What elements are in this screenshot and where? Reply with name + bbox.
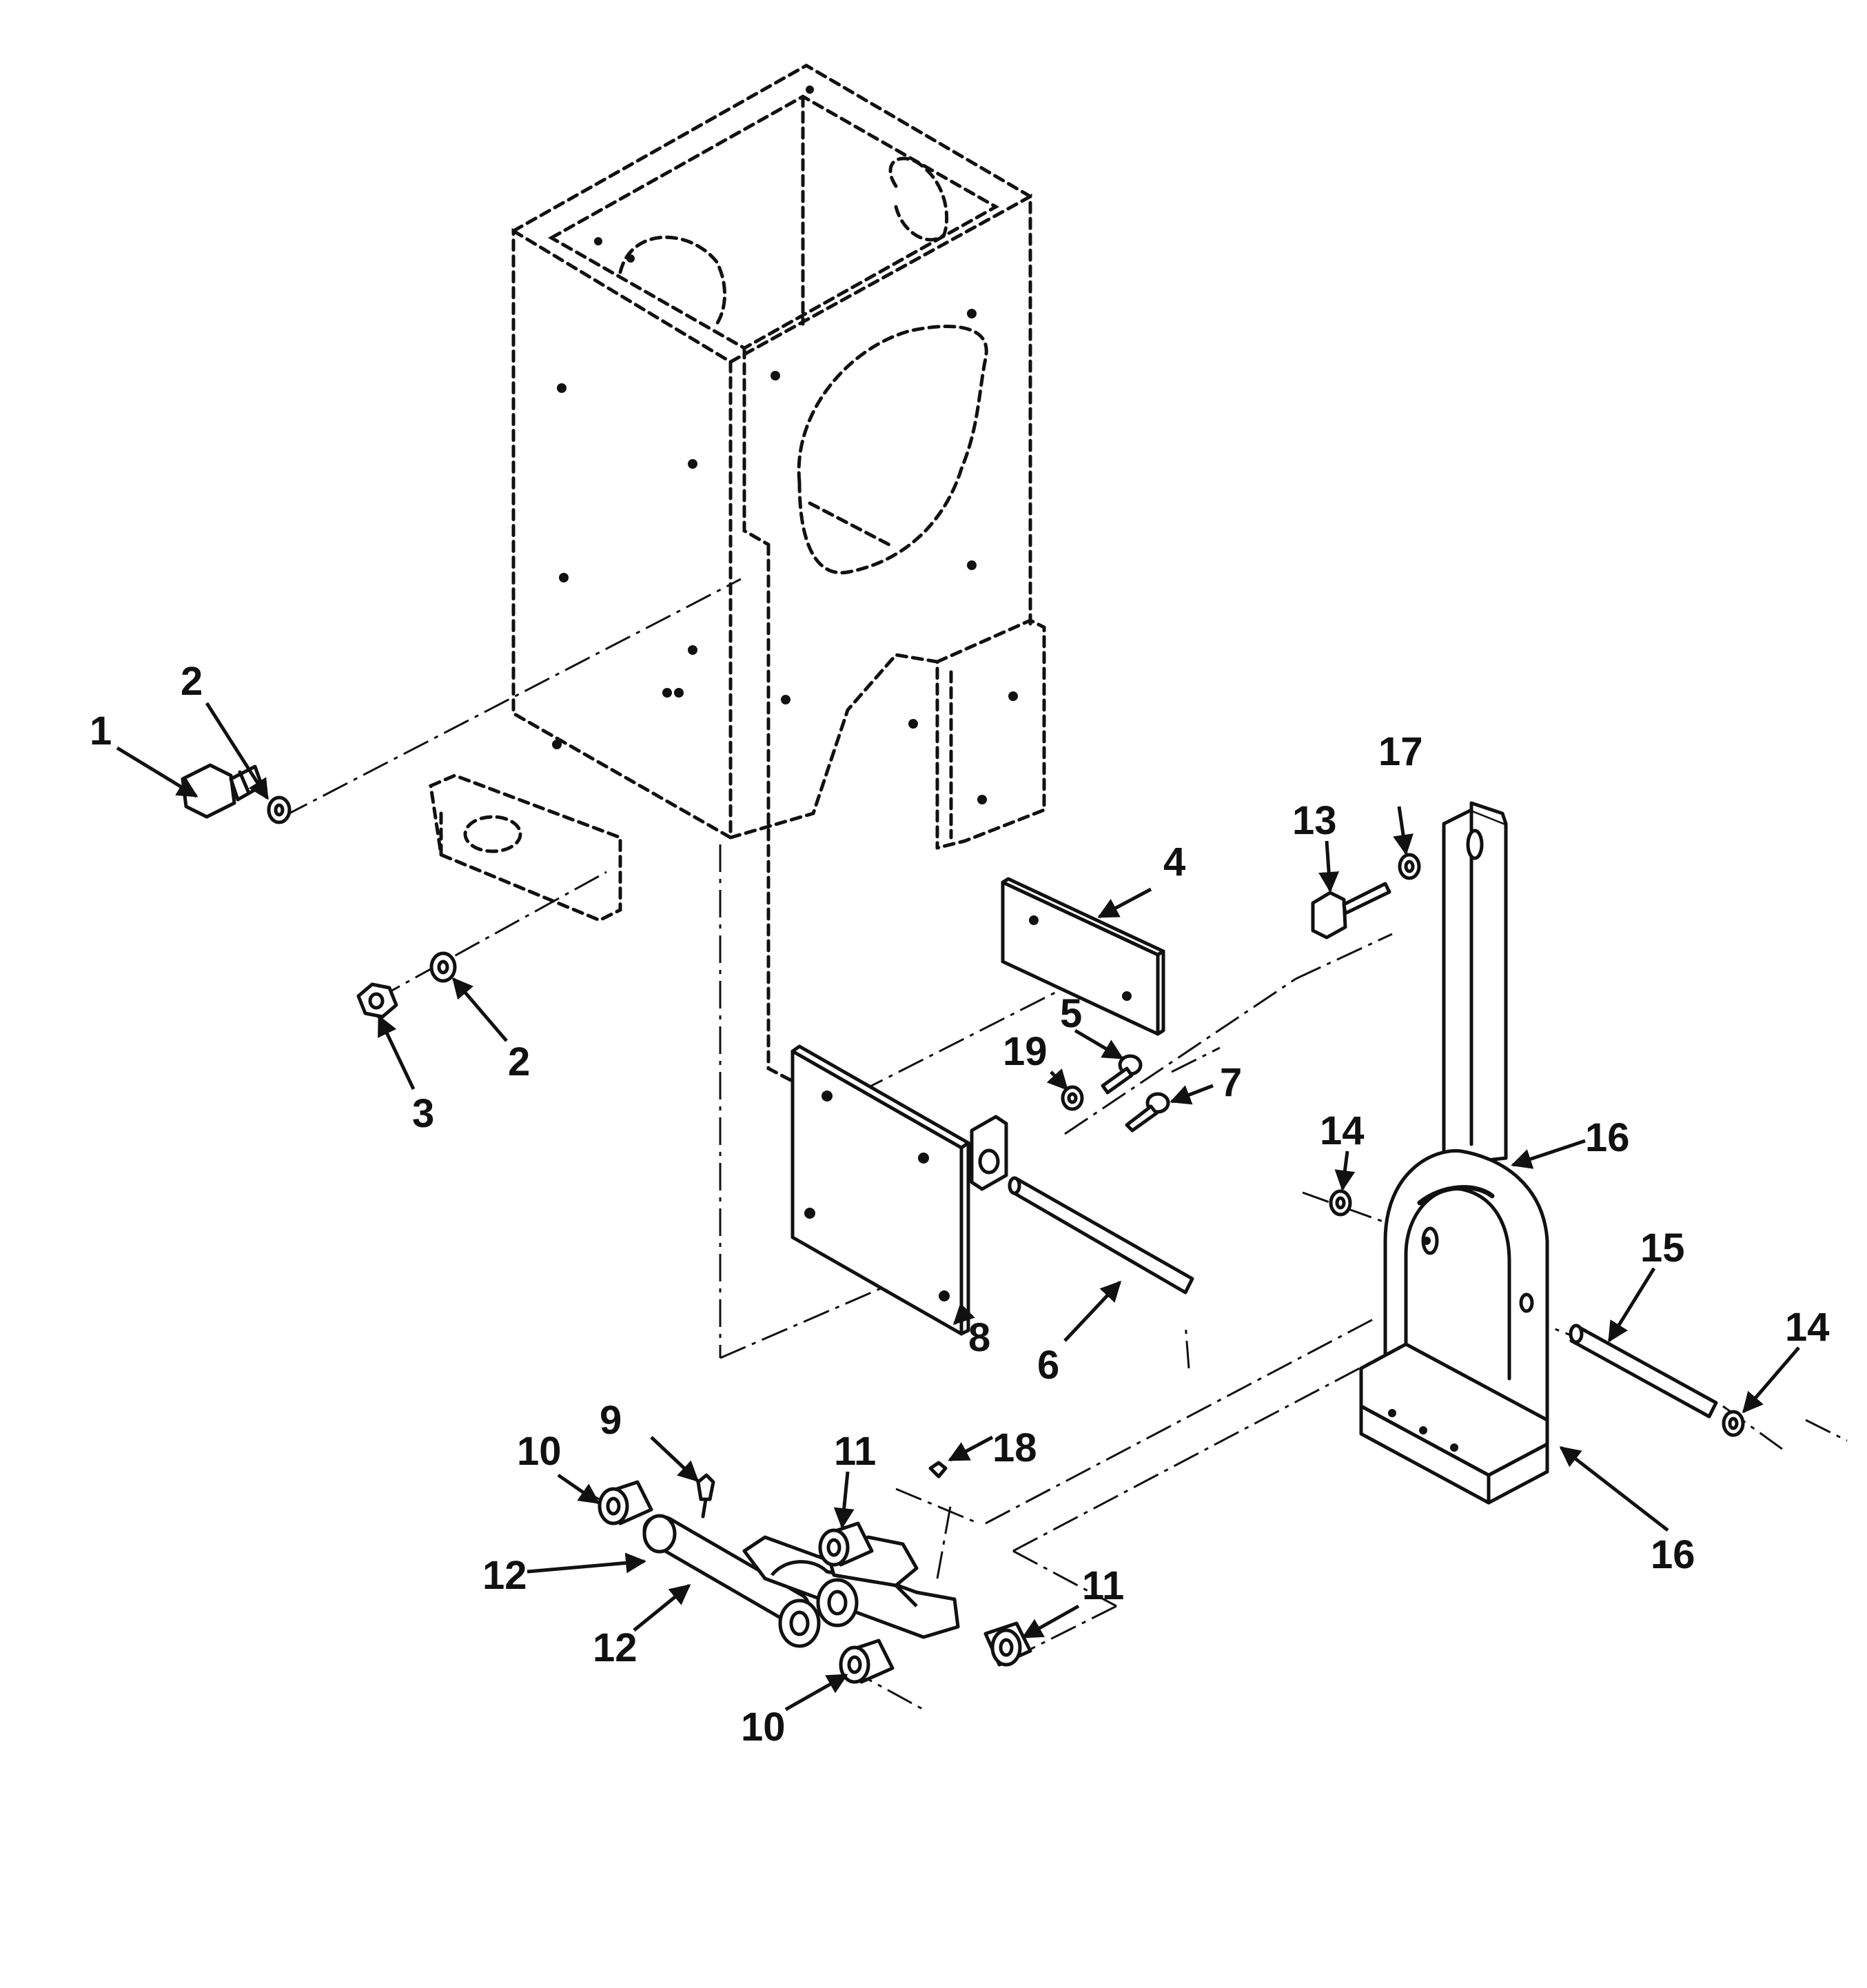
callout-2-lower: 2 <box>508 1039 530 1084</box>
leader-arrows <box>116 702 1800 1712</box>
part-18-fitting <box>928 1461 948 1479</box>
part-19-nut <box>1061 1085 1084 1111</box>
part-13-bolt <box>1311 882 1391 940</box>
callout-19: 19 <box>1003 1029 1048 1074</box>
callout-labels: 1 2 2 3 4 5 6 7 8 9 10 10 11 11 12 12 13… <box>90 659 1830 1749</box>
callout-16-upper: 16 <box>1585 1115 1630 1160</box>
callout-10-lower: 10 <box>741 1705 786 1749</box>
callout-12-upper: 12 <box>482 1553 527 1598</box>
callout-9: 9 <box>600 1398 622 1443</box>
callout-2-upper: 2 <box>181 659 203 704</box>
part-3-nut <box>356 982 398 1019</box>
callout-17: 17 <box>1378 729 1423 774</box>
part-12-linkage-arm <box>642 1514 960 1648</box>
part-10-bushing-left <box>598 1480 653 1525</box>
callout-4: 4 <box>1163 840 1185 884</box>
part-5-bolt <box>1101 1054 1143 1095</box>
callout-15: 15 <box>1640 1226 1685 1270</box>
callout-3: 3 <box>412 1091 434 1136</box>
callout-10-upper: 10 <box>517 1429 562 1474</box>
callout-14-right: 14 <box>1785 1305 1830 1350</box>
callout-16-lower: 16 <box>1651 1532 1695 1577</box>
part-14-ring-right <box>1722 1410 1745 1437</box>
callout-8: 8 <box>968 1315 990 1360</box>
part-7-bolt <box>1125 1092 1170 1133</box>
main-housing-phantom <box>429 63 1046 1174</box>
part-6-shaft <box>1008 1176 1194 1295</box>
callout-13: 13 <box>1292 798 1337 843</box>
part-14-ring-left <box>1329 1189 1352 1217</box>
part-2-washer-upper <box>267 795 292 824</box>
callout-11-upper: 11 <box>834 1429 876 1474</box>
part-9-grease-fitting <box>696 1473 715 1519</box>
part-15-pin <box>1569 1323 1718 1419</box>
callout-18: 18 <box>992 1426 1037 1470</box>
part-8-mounting-plate <box>790 1044 1008 1336</box>
part-16-yoke <box>1359 801 1549 1505</box>
callout-5: 5 <box>1060 991 1082 1036</box>
callout-6: 6 <box>1037 1343 1059 1388</box>
callout-1: 1 <box>90 709 112 753</box>
callout-12-lower: 12 <box>593 1625 637 1670</box>
part-17-washer <box>1398 853 1421 880</box>
part-2-washer-lower <box>429 951 457 983</box>
callout-7: 7 <box>1220 1060 1242 1105</box>
part-11-bushing-right <box>983 1621 1032 1667</box>
part-10-bushing-lower <box>839 1639 895 1684</box>
callout-14-left: 14 <box>1320 1108 1365 1153</box>
callout-11-right: 11 <box>1082 1563 1124 1608</box>
part-4-plate <box>1001 877 1165 1036</box>
